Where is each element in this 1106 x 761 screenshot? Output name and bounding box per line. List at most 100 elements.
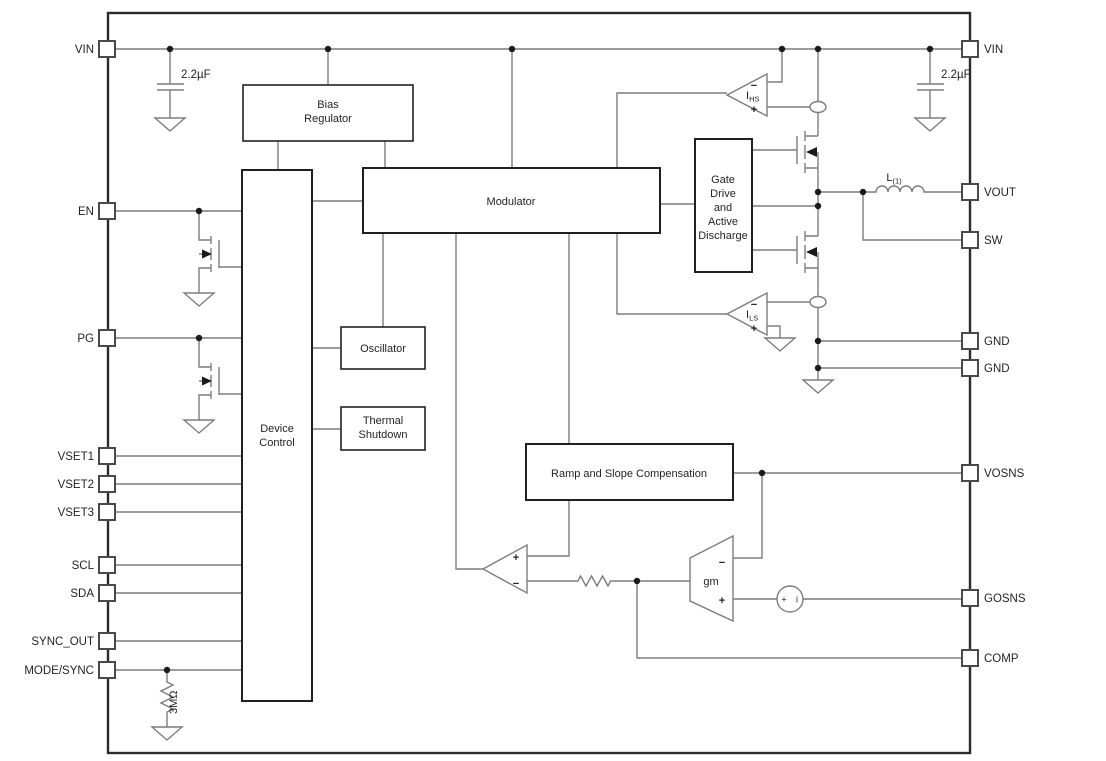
wire-ils-out-to-modulator: [616, 233, 727, 315]
pin-label: EN: [78, 206, 94, 218]
pin-gnd2: GND: [961, 359, 1010, 377]
plus-sign: +: [751, 323, 757, 335]
pin-vset3: VSET3: [58, 503, 116, 521]
ground-symbols: [150, 117, 947, 741]
pin-vout: VOUT: [961, 183, 1016, 201]
block-gate-drive: Gate Drive and Active Discharge: [694, 138, 753, 273]
plus-sign: +: [719, 595, 725, 607]
wire-ils-plus: [767, 325, 781, 338]
block-label: Ramp and Slope Compensation: [551, 468, 707, 480]
pin-label: VIN: [984, 44, 1003, 56]
wires: [116, 48, 962, 727]
pin-label: PG: [77, 333, 94, 345]
comparator-triangle-icon: [725, 72, 768, 118]
block-label: Control: [259, 437, 294, 449]
pin-en: EN: [78, 202, 116, 220]
ic-boundary: [106, 11, 972, 755]
cap-right-value: 2.2µF: [941, 69, 971, 81]
block-label: Thermal: [363, 415, 403, 427]
high-side-mosfet-icon: [796, 131, 819, 173]
pin-label: SW: [984, 235, 1003, 247]
block-oscillator: Oscillator: [340, 326, 426, 370]
gm-label: gm: [703, 576, 718, 588]
resistor-3mohm-value: 3MΩ: [168, 690, 180, 714]
wire-vosns-to-gm-minus: [733, 473, 763, 559]
gm-amp-icon: [689, 534, 734, 623]
pin-label: VSET2: [58, 479, 94, 491]
minus-sign: −: [719, 557, 725, 569]
pin-vset1: VSET1: [58, 447, 116, 465]
pin-label: GND: [984, 336, 1010, 348]
pin-gosns: GOSNS: [961, 589, 1026, 607]
cap-left-value: 2.2µF: [181, 69, 211, 81]
en-mosfet-icon: [198, 211, 242, 293]
comparator-triangle-icon: [725, 291, 768, 337]
capacitor-left-icon: [157, 49, 184, 118]
inductor-label: L(1): [886, 172, 902, 186]
block-thermal-shutdown: Thermal Shutdown: [340, 406, 426, 451]
comparator-label: ILS: [746, 309, 758, 323]
pin-mode-sync: MODE/SYNC: [24, 661, 116, 679]
pin-vset2: VSET2: [58, 475, 116, 493]
ground-icon: [153, 117, 187, 132]
block-label: Discharge: [698, 230, 748, 242]
pins-left: VIN EN PG VSET1 VSET2 VSET3 SCL SDA SYNC…: [24, 40, 116, 679]
pin-sync-out: SYNC_OUT: [31, 632, 116, 650]
wire-ihs-out-to-modulator: [616, 92, 727, 168]
hs-current-sense-icon: [809, 100, 827, 114]
pin-label: SCL: [72, 560, 95, 572]
wire-sw: [862, 192, 962, 241]
pin-pg: PG: [77, 329, 116, 347]
block-label: Bias: [317, 99, 339, 111]
pin-label: VSET1: [58, 451, 94, 463]
wire-ramp-to-comparator-plus: [527, 500, 570, 557]
ground-icon: [763, 337, 797, 352]
block-modulator: Modulator: [362, 167, 661, 234]
block-label: Regulator: [304, 113, 352, 125]
pin-comp: COMP: [961, 649, 1019, 667]
block-ramp-slope-compensation: Ramp and Slope Compensation: [525, 443, 734, 501]
block-label: Active: [708, 216, 738, 228]
minus-sign: −: [751, 299, 757, 311]
wire-comp-minus-resistor: [527, 574, 690, 588]
pin-vin-left: VIN: [75, 40, 116, 58]
pin-label: VOUT: [984, 187, 1016, 199]
pin-label: MODE/SYNC: [24, 665, 94, 677]
pin-vin-right: VIN: [961, 40, 1003, 58]
pin-label: GOSNS: [984, 593, 1026, 605]
ls-current-sense-icon: [809, 295, 827, 309]
pin-label: VIN: [75, 44, 94, 56]
block-label: Shutdown: [359, 429, 408, 441]
ground-icon: [182, 419, 216, 434]
plus-sign: +: [751, 104, 757, 116]
resistor-3mohm-icon: [159, 670, 175, 727]
pin-vosns: VOSNS: [961, 464, 1025, 482]
block-label: Drive: [710, 188, 736, 200]
wire-ihs-minus: [767, 49, 783, 83]
pg-mosfet-icon: [198, 338, 242, 420]
inductor-icon: [818, 185, 962, 193]
pin-sw: SW: [961, 231, 1003, 249]
pin-label: VOSNS: [984, 468, 1025, 480]
pin-label: VSET3: [58, 507, 94, 519]
ground-icon: [801, 379, 835, 394]
block-label: Gate: [711, 174, 735, 186]
plus-sign: +: [781, 595, 786, 605]
pin-label: GND: [984, 363, 1010, 375]
ls-current-comparator: ILS − +: [725, 291, 768, 337]
current-source: + i: [776, 585, 804, 613]
block-label: and: [714, 202, 732, 214]
pin-label: COMP: [984, 653, 1019, 665]
block-bias-regulator: Bias Regulator: [242, 84, 414, 142]
ground-icon: [182, 292, 216, 307]
ground-icon: [150, 726, 184, 741]
pin-gnd1: GND: [961, 332, 1010, 350]
comparator-triangle-icon: [481, 543, 528, 595]
pin-label: SYNC_OUT: [31, 636, 94, 648]
pin-scl: SCL: [72, 556, 116, 574]
capacitor-right-icon: [917, 49, 944, 118]
minus-sign: −: [513, 578, 519, 590]
wire-comp: [636, 581, 962, 659]
block-label: Device: [260, 423, 294, 435]
